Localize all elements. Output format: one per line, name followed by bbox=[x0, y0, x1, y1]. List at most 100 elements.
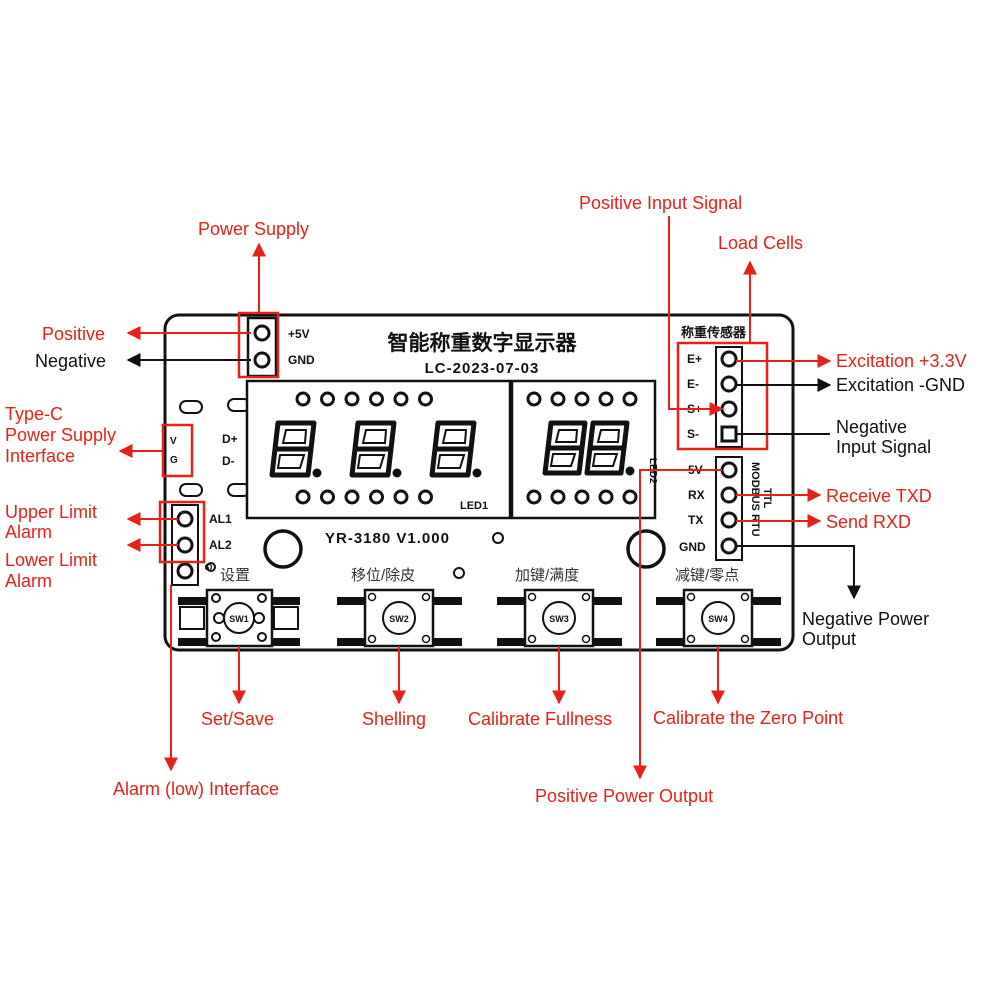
pin-label-gnd: GND bbox=[288, 353, 315, 367]
modbus-label: MODBUS RTU bbox=[749, 462, 761, 537]
label-upper-alarm-1: Upper Limit bbox=[5, 502, 97, 522]
annotation-labels: Power Supply Positive Negative Type-C Po… bbox=[5, 193, 967, 806]
button-label-minus: 减键/零点 bbox=[675, 567, 739, 584]
seven-segment-inner bbox=[549, 429, 579, 467]
label-positive-power: Positive Power Output bbox=[535, 786, 713, 806]
label-excitation-pos: Excitation +3.3V bbox=[836, 351, 967, 371]
pin-label-sminus: S- bbox=[687, 427, 699, 441]
label-positive-input: Positive Input Signal bbox=[579, 193, 742, 213]
board-model: YR-3180 V1.000 bbox=[325, 530, 450, 547]
led-indicator bbox=[492, 532, 504, 544]
label-negative-input-1: Negative bbox=[836, 417, 907, 437]
usb-pin-dplus: D+ bbox=[222, 432, 238, 446]
board-date-code: LC-2023-07-03 bbox=[425, 360, 540, 377]
led-pin bbox=[622, 391, 638, 407]
led2-display: LED2 bbox=[510, 379, 658, 520]
switch-sw2[interactable]: SW2 bbox=[337, 588, 462, 648]
mount-slot bbox=[179, 400, 203, 414]
label-set-save: Set/Save bbox=[201, 709, 274, 729]
led-pin bbox=[598, 489, 614, 505]
decimal-point bbox=[472, 468, 482, 478]
led-pin bbox=[344, 489, 360, 505]
highlight-alarm bbox=[158, 500, 206, 564]
mounting-hole bbox=[263, 529, 303, 569]
pin-label-gnd-out: GND bbox=[679, 540, 706, 554]
led-pin bbox=[598, 391, 614, 407]
typec-pin-v: V bbox=[170, 436, 177, 447]
label-typec-3: Interface bbox=[5, 446, 75, 466]
label-calibrate-zero: Calibrate the Zero Point bbox=[653, 708, 843, 728]
seven-segment-inner bbox=[276, 429, 308, 469]
usb-pin-dminus: D- bbox=[222, 454, 235, 468]
led-indicator bbox=[206, 562, 216, 572]
led1-display: LED1 bbox=[245, 379, 512, 520]
button-label-shift: 移位/除皮 bbox=[351, 567, 415, 584]
seven-segment-digit bbox=[349, 420, 397, 478]
led-pin bbox=[393, 391, 409, 407]
led1-label: LED1 bbox=[460, 500, 488, 512]
led-pin bbox=[418, 391, 433, 407]
label-load-cells: Load Cells bbox=[718, 233, 803, 253]
switch-sw4[interactable]: SW4 bbox=[656, 588, 781, 648]
led-pin bbox=[526, 391, 542, 407]
label-typec-2: Power Supply bbox=[5, 425, 116, 445]
label-lower-alarm-2: Alarm bbox=[5, 571, 52, 591]
arrow-positive-input bbox=[668, 216, 724, 416]
seven-segment-inner bbox=[436, 429, 468, 469]
typec-pin-g: G bbox=[170, 455, 178, 466]
label-lower-alarm-1: Lower Limit bbox=[5, 550, 97, 570]
highlight-load-cells bbox=[676, 341, 769, 451]
led-indicator bbox=[453, 567, 465, 579]
label-positive: Positive bbox=[42, 324, 105, 344]
pin-label-5v: +5V bbox=[288, 327, 310, 341]
led-pin bbox=[369, 489, 384, 505]
pin-label-al1: AL1 bbox=[209, 512, 232, 526]
label-negative: Negative bbox=[35, 351, 106, 371]
seven-segment-digit bbox=[269, 420, 317, 478]
label-upper-alarm-2: Alarm bbox=[5, 522, 52, 542]
arrow-negative-power bbox=[736, 545, 861, 600]
pin-label-tx: TX bbox=[688, 513, 703, 527]
button-label-add: 加键/满度 bbox=[515, 567, 579, 584]
pcb-board: +5V GND 智能称重数字显示器 LC-2023-07-03 D+ D- V … bbox=[163, 313, 795, 652]
switch-sw1[interactable]: SW1 bbox=[178, 588, 300, 648]
decimal-point bbox=[312, 468, 322, 478]
led-pin bbox=[295, 391, 311, 407]
ttl-label: TTL bbox=[761, 488, 773, 508]
led-pin bbox=[393, 489, 409, 505]
led-pin bbox=[320, 489, 335, 505]
label-send-rxd: Send RXD bbox=[826, 512, 911, 532]
led-pin bbox=[550, 489, 566, 505]
led-pin bbox=[320, 391, 335, 407]
decimal-point bbox=[625, 466, 635, 476]
pin-label-al2: AL2 bbox=[209, 538, 232, 552]
power-header: +5V GND bbox=[246, 316, 315, 378]
led-pin bbox=[574, 391, 590, 407]
button-label-set: 设置 bbox=[220, 567, 250, 584]
switch-silk-sw4: SW4 bbox=[708, 614, 728, 624]
arrow-positive-power bbox=[633, 469, 722, 780]
label-calibrate-full: Calibrate Fullness bbox=[468, 709, 612, 729]
led-pin bbox=[369, 391, 384, 407]
led-pin bbox=[574, 489, 590, 505]
label-negative-power-1: Negative Power bbox=[802, 609, 929, 629]
label-negative-input-2: Input Signal bbox=[836, 437, 931, 457]
seven-segment-inner bbox=[356, 429, 388, 469]
led-pin bbox=[550, 391, 566, 407]
mounting-hole bbox=[626, 529, 666, 569]
seven-segment-digit bbox=[542, 420, 588, 476]
label-alarm-interface: Alarm (low) Interface bbox=[113, 779, 279, 799]
pin-label-eminus: E- bbox=[687, 377, 699, 391]
switch-silk-sw2: SW2 bbox=[389, 614, 409, 624]
annotation-arrows bbox=[118, 216, 861, 780]
decimal-point bbox=[392, 468, 402, 478]
mount-slot bbox=[179, 483, 203, 497]
led-pin bbox=[418, 489, 433, 505]
label-excitation-neg: Excitation -GND bbox=[836, 375, 965, 395]
sensor-header-label: 称重传感器 bbox=[681, 325, 747, 340]
seven-segment-digit bbox=[584, 420, 630, 476]
led-pin bbox=[344, 391, 360, 407]
label-negative-power-2: Output bbox=[802, 629, 856, 649]
switch-silk-sw1: SW1 bbox=[229, 614, 249, 624]
